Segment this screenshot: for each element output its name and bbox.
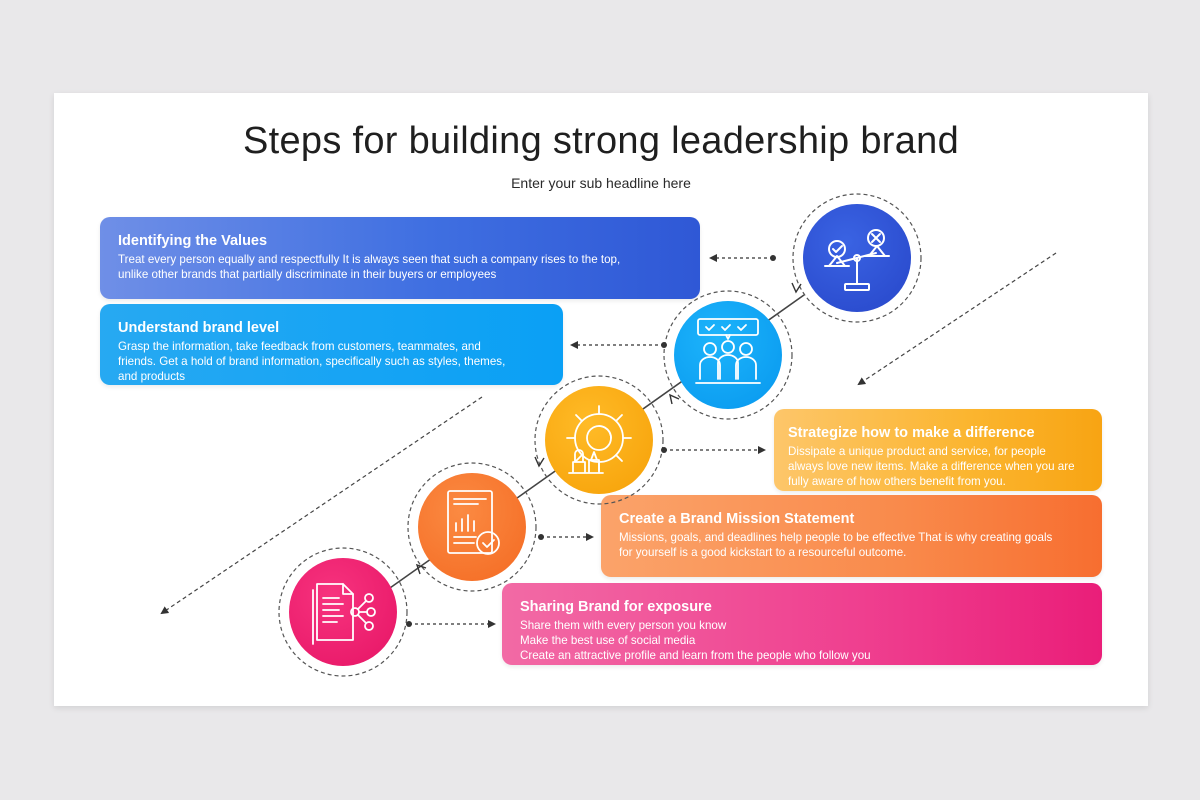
step-text-line: friends. Get a hold of brand information… <box>118 355 506 368</box>
step-text-line: for yourself is a good kickstart to a re… <box>619 546 907 559</box>
step-text-line: Missions, goals, and deadlines help peop… <box>619 531 1053 544</box>
diagonal-arrow-right <box>857 252 1057 386</box>
dashed-ring-2 <box>663 290 793 420</box>
strategy-gear-icon <box>566 405 632 474</box>
step-text-line: Grasp the information, take feedback fro… <box>118 340 481 353</box>
step-text-line: Make the best use of social media <box>520 634 696 647</box>
ring-arrow-3 <box>534 456 545 468</box>
step-box-strategize: Strategize how to make a difference Diss… <box>774 409 1102 491</box>
balance-scale-icon <box>824 229 890 291</box>
step-title: Understand brand level <box>118 320 280 336</box>
dashed-ring-5 <box>278 547 408 677</box>
dashed-ring-3 <box>534 375 664 505</box>
ring-arrow-4 <box>415 563 427 575</box>
step-title: Identifying the Values <box>118 233 268 249</box>
step-circle-1 <box>803 204 911 312</box>
ring-arrow-1 <box>791 282 802 294</box>
ring-arrow-2 <box>669 393 680 405</box>
step-circle-5 <box>289 558 397 666</box>
step-title: Sharing Brand for exposure <box>520 599 712 615</box>
step-circle-4 <box>418 473 526 581</box>
step-text-line: unlike other brands that partially discr… <box>118 268 497 281</box>
step-title: Create a Brand Mission Statement <box>619 511 855 527</box>
step-box-identifying-values: Identifying the Values Treat every perso… <box>100 217 700 299</box>
step-box-mission-statement: Create a Brand Mission Statement Mission… <box>601 495 1102 577</box>
step-text-line: Create an attractive profile and learn f… <box>520 649 871 662</box>
report-check-icon <box>447 490 500 555</box>
step-text-line: Share them with every person you know <box>520 619 727 632</box>
step-box-sharing-brand: Sharing Brand for exposure Share them wi… <box>502 583 1102 665</box>
page-title: Steps for building strong leadership bra… <box>242 120 960 162</box>
step-box-understand-brand: Understand brand level Grasp the informa… <box>100 304 563 385</box>
diagonal-arrow-left <box>160 396 483 615</box>
dashed-ring-4 <box>407 462 537 592</box>
step-title: Strategize how to make a difference <box>788 425 1035 441</box>
step-circle-2 <box>674 301 782 409</box>
step-text-line: and products <box>118 370 186 383</box>
step-text-line: Dissipate a unique product and service, … <box>788 445 1046 458</box>
team-feedback-icon <box>695 318 761 384</box>
slide: Steps for building strong leadership bra… <box>54 93 1148 706</box>
share-document-icon <box>312 583 376 645</box>
page-subtitle: Enter your sub headline here <box>511 175 691 191</box>
step-circle-3 <box>545 386 653 494</box>
step-text-line: Treat every person equally and respectfu… <box>118 253 621 266</box>
step-text-line: fully aware of how others benefit from y… <box>788 475 1006 488</box>
dashed-ring-1 <box>792 193 922 323</box>
step-text-line: always love new items. Make a difference… <box>788 460 1075 473</box>
